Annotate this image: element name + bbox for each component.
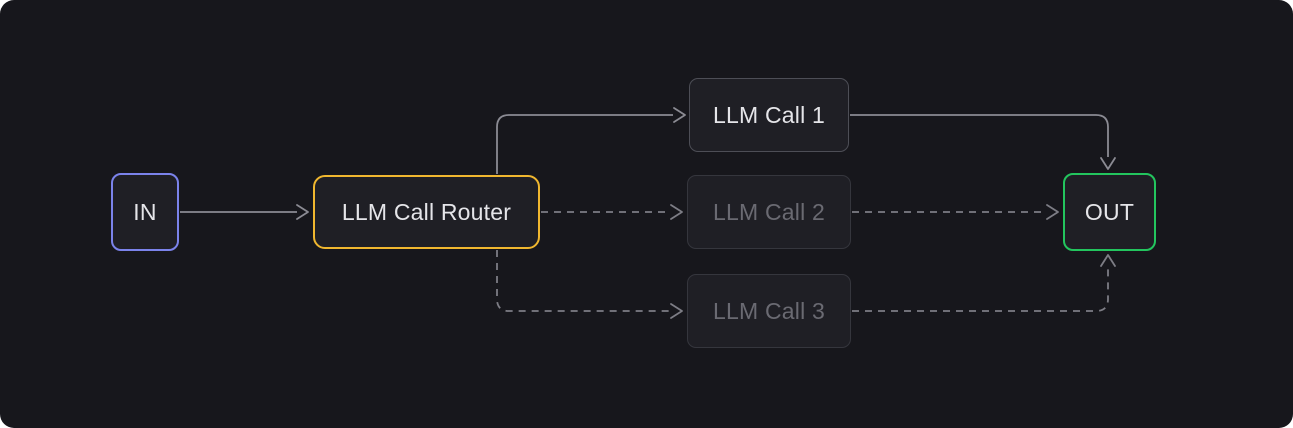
arrowhead-down-icon	[1100, 157, 1116, 170]
edge-in-to-router	[180, 204, 309, 220]
node-llm-call-router-label: LLM Call Router	[341, 198, 512, 225]
arrowhead-right-icon	[1046, 204, 1059, 220]
node-llm-call-router: LLM Call Router	[313, 175, 540, 249]
node-in: IN	[111, 173, 179, 251]
edge-router-to-llm-call-3	[496, 250, 683, 319]
arrowhead-right-icon	[670, 303, 683, 319]
node-llm-call-3-label: LLM Call 3	[713, 297, 825, 324]
node-in-label: IN	[133, 198, 157, 225]
arrowhead-right-icon	[670, 204, 683, 220]
node-out-label: OUT	[1084, 198, 1135, 225]
node-llm-call-2-label: LLM Call 2	[713, 198, 825, 225]
arrowhead-right-icon	[673, 107, 686, 123]
arrowhead-right-icon	[296, 204, 309, 220]
node-llm-call-1-label: LLM Call 1	[713, 101, 825, 128]
arrowhead-up-icon	[1100, 254, 1116, 267]
edge-llm-call-1-to-out	[850, 114, 1116, 170]
edge-llm-call-3-to-out	[852, 254, 1116, 312]
node-llm-call-3: LLM Call 3	[687, 274, 851, 348]
node-llm-call-2: LLM Call 2	[687, 175, 851, 249]
edge-router-to-llm-call-1	[496, 107, 686, 174]
edge-router-to-llm-call-2	[541, 204, 683, 220]
node-llm-call-1: LLM Call 1	[689, 78, 849, 152]
node-out: OUT	[1063, 173, 1156, 251]
edge-llm-call-2-to-out	[852, 204, 1059, 220]
